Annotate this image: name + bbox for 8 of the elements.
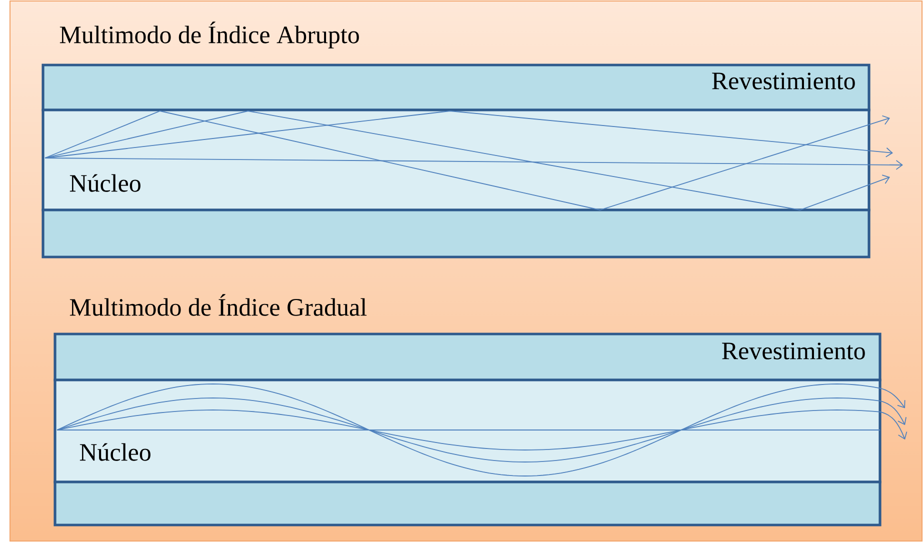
section-heading: Multimodo de Índice Abrupto bbox=[60, 22, 359, 48]
core-band: Núcleo bbox=[54, 378, 882, 484]
core-band: Núcleo bbox=[42, 108, 870, 212]
cladding-band: Revestimiento bbox=[42, 64, 870, 112]
cladding-band bbox=[42, 208, 870, 258]
section-heading: Multimodo de Índice Gradual bbox=[70, 294, 367, 316]
cladding-band: Revestimiento bbox=[54, 332, 882, 382]
cladding-band bbox=[54, 480, 882, 526]
